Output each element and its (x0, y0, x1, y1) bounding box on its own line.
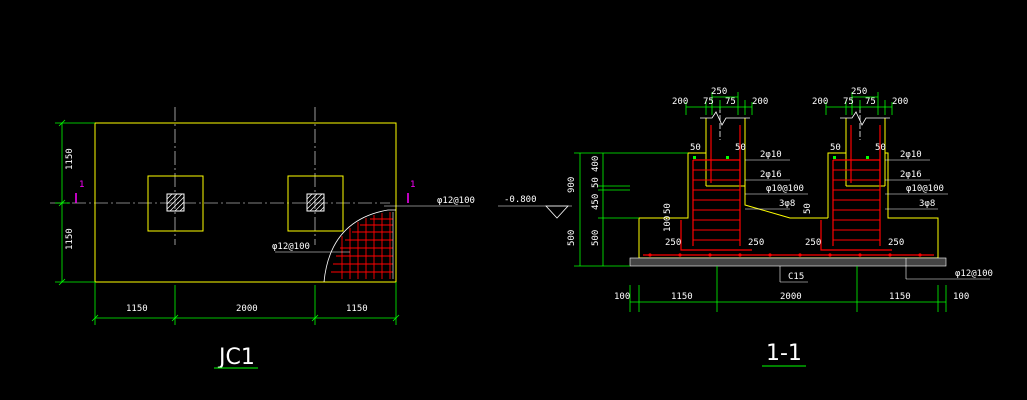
section-dim-top-r3: 75 (843, 97, 854, 107)
section-dim-top-l4: 75 (725, 97, 736, 107)
section-dim-top-r4: 75 (865, 97, 876, 107)
section-dim-top-l1: 200 (672, 97, 688, 107)
plan-dim-bottom-3: 1150 (346, 304, 368, 314)
section-rebar-label-b1: 2φ16 (760, 170, 782, 180)
section-rebar-label-c2: φ10@100 (906, 184, 944, 194)
section-dim-left-5: 500 (567, 230, 577, 246)
plan-section-mark-left: 1 (79, 180, 85, 190)
section-dim-bottom (629, 266, 947, 312)
section-rebar-label-c1: φ10@100 (766, 184, 804, 194)
section-dim-top-r5: 200 (892, 97, 908, 107)
section-dim-top-right (825, 92, 893, 115)
section-dim-bottom-3: 2000 (780, 292, 802, 302)
section-break-marks (700, 107, 890, 140)
plan-pedestal-right (287, 175, 344, 232)
section-dim-top-r2: 250 (851, 87, 867, 97)
plan-dim-left-1: 1150 (65, 148, 75, 170)
section-dim-left (574, 152, 688, 267)
plan-section-mark-right: 1 (410, 180, 416, 190)
section-rebar-label-d2: 3φ8 (919, 199, 935, 209)
section-slab-dim-2: 50 (803, 203, 813, 214)
plan-view: φ12@100 φ12@100 1 1 1150 1150 (50, 107, 475, 370)
plan-column-left (166, 193, 185, 212)
plan-rebar-mesh (323, 209, 396, 283)
section-slab-dim-1: 50 (663, 203, 673, 214)
plan-dim-left-2: 1150 (65, 228, 75, 250)
section-dim-top-l2: 250 (711, 87, 727, 97)
section-rebar-label-b2: 2φ16 (900, 170, 922, 180)
section-bottom-bar-dots (648, 253, 922, 257)
section-dim-left-3: 450 (591, 194, 601, 210)
section-dim-left-total: 900 (567, 177, 577, 193)
plan-column-right (306, 193, 325, 212)
section-dim-top-l3: 75 (703, 97, 714, 107)
section-dim-top-l5: 200 (752, 97, 768, 107)
plan-title: JC1 (217, 345, 255, 370)
section-view: -0.800 (498, 87, 993, 367)
section-dim-left-1: 400 (591, 156, 601, 172)
section-leaders (745, 159, 990, 280)
section-base-label-3: 250 (805, 238, 821, 248)
section-col-label-3: 50 (830, 143, 841, 153)
section-base-label-1: 250 (665, 238, 681, 248)
section-base-label-2: 250 (748, 238, 764, 248)
plan-footing-outline (94, 122, 397, 283)
section-col-label-2: 50 (735, 143, 746, 153)
section-col-label-4: 50 (875, 143, 886, 153)
plan-dim-bottom-1: 1150 (126, 304, 148, 314)
section-rebar-label-a2: 2φ10 (900, 150, 922, 160)
section-dim-bottom-5: 100 (953, 292, 969, 302)
section-elevation-triangle (545, 205, 569, 219)
section-rebar (643, 125, 934, 256)
section-blinding-pad (629, 257, 947, 267)
plan-rebar-label-2: φ12@100 (272, 242, 310, 252)
section-dim-top-r1: 200 (812, 97, 828, 107)
section-rebar-label-a1: 2φ10 (760, 150, 782, 160)
section-dim-bottom-2: 1150 (671, 292, 693, 302)
section-dim-left-4: 100 (663, 216, 673, 232)
plan-dim-left (55, 119, 95, 286)
section-dim-top-left (685, 92, 753, 115)
section-dim-left-6: 500 (591, 230, 601, 246)
plan-dim-bottom-2: 2000 (236, 304, 258, 314)
section-elevation-label: -0.800 (504, 195, 537, 205)
section-column-marks (693, 156, 869, 159)
section-concrete-label: C15 (788, 272, 804, 282)
section-dim-bottom-4: 1150 (889, 292, 911, 302)
section-bottom-rebar-label: φ12@100 (955, 269, 993, 279)
section-columns (705, 118, 886, 187)
section-stirrups (693, 169, 880, 241)
section-dim-bottom-1: 100 (614, 292, 630, 302)
plan-dim-bottom (91, 282, 400, 325)
plan-rebar-label-1: φ12@100 (437, 196, 475, 206)
plan-pedestal-left (147, 175, 204, 232)
section-col-label-1: 50 (690, 143, 701, 153)
section-rebar-label-d1: 3φ8 (779, 199, 795, 209)
section-title: 1-1 (766, 341, 802, 366)
section-base-label-4: 250 (888, 238, 904, 248)
section-dim-left-2: 50 (591, 177, 601, 188)
